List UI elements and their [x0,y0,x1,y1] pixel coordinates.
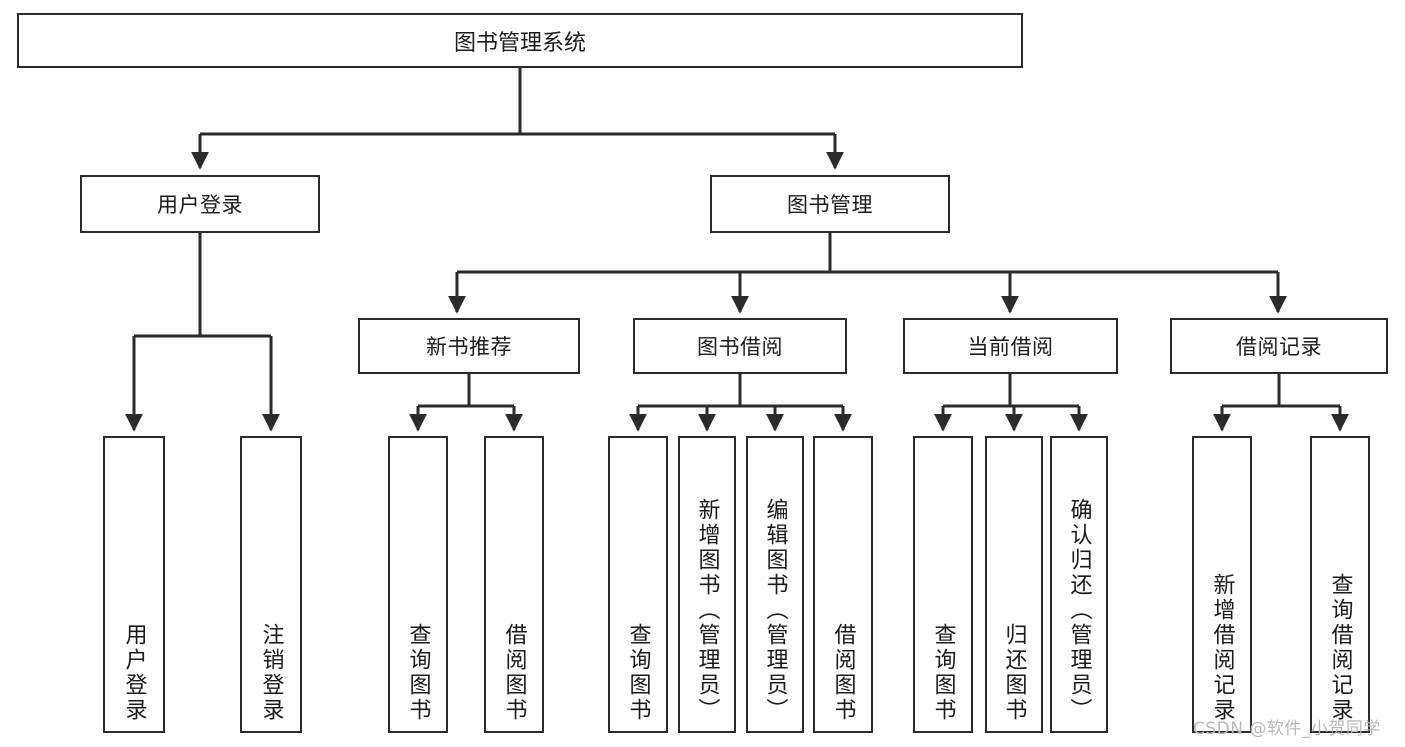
csdn-watermark: CSDN @软件_小贺同学 [1193,719,1381,739]
leaf-borrow-book-recommend[interactable]: 借阅图书 [484,436,544,733]
leaf-label: 编辑图书（管理员） [762,498,788,723]
node-user-login[interactable]: 用户登录 [80,175,320,233]
leaf-user-login[interactable]: 用户登录 [103,436,165,733]
leaf-label: 查询借阅记录 [1327,573,1353,723]
leaf-label: 新增借阅记录 [1209,573,1235,723]
leaf-query-borrow-record[interactable]: 查询借阅记录 [1310,436,1370,733]
leaf-edit-book-admin[interactable]: 编辑图书（管理员） [746,436,804,733]
node-label: 借阅记录 [1236,335,1322,359]
node-current-borrow[interactable]: 当前借阅 [903,318,1118,374]
node-label: 图书借阅 [697,335,783,359]
leaf-borrow-book[interactable]: 借阅图书 [813,436,873,733]
node-borrow-records[interactable]: 借阅记录 [1170,318,1388,374]
leaf-label: 借阅图书 [501,623,527,723]
leaf-label: 新增图书（管理员） [694,498,720,723]
node-new-book-recommend[interactable]: 新书推荐 [358,318,580,374]
leaf-add-book-admin[interactable]: 新增图书（管理员） [678,436,736,733]
leaf-label: 归还图书 [1001,623,1027,723]
node-label: 用户登录 [157,193,243,217]
node-root-label: 图书管理系统 [453,30,586,56]
node-book-management[interactable]: 图书管理 [710,175,950,233]
leaf-label: 查询图书 [405,623,431,723]
leaf-query-book-recommend[interactable]: 查询图书 [388,436,448,733]
leaf-label: 注销登录 [258,623,284,723]
leaf-query-book-current[interactable]: 查询图书 [913,436,973,733]
node-label: 当前借阅 [967,335,1054,359]
leaf-query-book-borrow[interactable]: 查询图书 [608,436,668,733]
leaf-label: 查询图书 [625,623,651,723]
leaf-confirm-return-admin[interactable]: 确认归还（管理员） [1050,436,1108,733]
leaf-label: 确认归还（管理员） [1066,498,1092,723]
leaf-logout[interactable]: 注销登录 [240,436,302,733]
node-label: 新书推荐 [426,335,512,359]
leaf-label: 用户登录 [121,623,147,723]
leaf-label: 借阅图书 [830,623,856,723]
node-book-borrow[interactable]: 图书借阅 [633,318,847,374]
leaf-add-borrow-record[interactable]: 新增借阅记录 [1192,436,1252,733]
leaf-label: 查询图书 [930,623,956,723]
node-root[interactable]: 图书管理系统 [17,13,1023,68]
node-label: 图书管理 [787,193,873,217]
leaf-return-book[interactable]: 归还图书 [985,436,1043,733]
